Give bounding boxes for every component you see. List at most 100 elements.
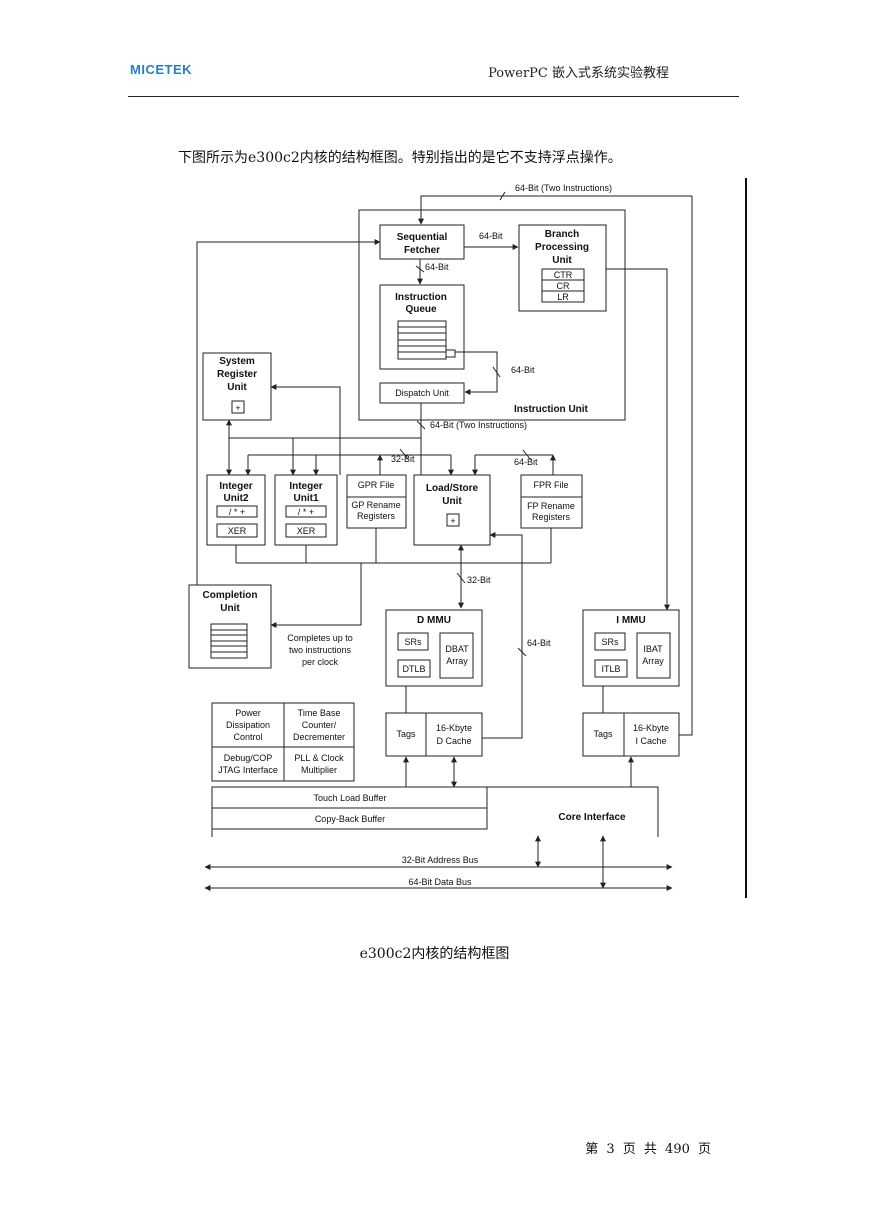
completion-note-line3: per clock <box>302 657 339 667</box>
dbat-line2: Array <box>446 656 468 666</box>
debug-line1: Debug/COP <box>224 753 273 763</box>
ibat-line2: Array <box>642 656 664 666</box>
bus-tick <box>416 420 426 430</box>
completion-note-line2: two instructions <box>289 645 352 655</box>
dtlb-label: DTLB <box>402 664 425 674</box>
iu1-xer: XER <box>297 526 316 536</box>
book-title: PowerPC 嵌入式系统实验教程 <box>488 66 669 81</box>
address-bus-label: 32-Bit Address Bus <box>402 855 479 865</box>
data-bus-label: 64-Bit Data Bus <box>408 877 472 887</box>
iu1-line1: Integer <box>289 481 322 492</box>
bus-tick <box>415 265 425 273</box>
iu1-ops: / * + <box>298 507 314 517</box>
bus-tick <box>522 449 532 461</box>
copyback-buffer-label: Copy-Back Buffer <box>315 814 385 824</box>
itlb-label: ITLB <box>601 664 620 674</box>
completion-note-line1: Completes up to <box>287 633 353 643</box>
side-rule <box>745 178 747 898</box>
dispatch-label: Dispatch Unit <box>395 388 449 398</box>
dbat-box <box>439 632 474 679</box>
dtlb-box <box>397 659 431 678</box>
lsu-line2: Unit <box>442 496 462 507</box>
touch-buffer-label: Touch Load Buffer <box>314 793 387 803</box>
power-line2: Dissipation <box>226 720 270 730</box>
ibat-line1: IBAT <box>643 644 663 654</box>
top-bus-line <box>418 195 692 225</box>
fpr-label: FPR File <box>533 480 568 490</box>
operand-bus-32-label: 32-Bit <box>391 454 415 464</box>
seq-fetcher-line1: Sequential <box>397 232 448 243</box>
fetch-queue-bw-label: 64-Bit <box>425 262 449 272</box>
lsu-sru-arrow <box>270 384 341 475</box>
dispatch-bus-label: 64-Bit (Two Instructions) <box>430 420 527 430</box>
lsu-plus: + <box>450 516 455 526</box>
iu2-xer: XER <box>228 526 247 536</box>
sequential-fetcher-box <box>379 224 465 260</box>
fp-bus-label: 64-Bit <box>514 457 538 467</box>
micetek-logo: MICETEK <box>130 62 192 77</box>
iu2-xer-box <box>216 523 258 538</box>
bpu-line3: Unit <box>552 255 572 266</box>
iq-line2: Queue <box>405 304 437 315</box>
queue-bw-label: 64-Bit <box>511 365 535 375</box>
iu1-xer-box <box>285 523 327 538</box>
fpr-file-box <box>520 474 583 529</box>
bus-tick <box>456 572 466 584</box>
bus-tick <box>517 647 527 657</box>
lr-register <box>541 290 585 303</box>
immu-srs: SRs <box>601 637 619 647</box>
debug-line2: JTAG Interface <box>218 765 278 775</box>
bus-tick <box>499 191 506 201</box>
gpr-rename-line1: GP Rename <box>351 500 400 510</box>
sru-line3: Unit <box>227 382 247 393</box>
seq-fetcher-line2: Fetcher <box>404 245 440 256</box>
dcache-lsu-line <box>482 532 523 739</box>
lr-label: LR <box>557 292 569 302</box>
top-bus-label: 64-Bit (Two Instructions) <box>515 183 612 193</box>
dispatch-unit-box <box>379 382 465 404</box>
iq-line1: Instruction <box>395 292 447 303</box>
immu-srs-box <box>594 632 626 651</box>
power-line3: Control <box>233 732 262 742</box>
icache-line1: 16-Kbyte <box>633 723 669 733</box>
ibat-box <box>636 632 671 679</box>
pll-line1: PLL & Clock <box>294 753 344 763</box>
timebase-line1: Time Base <box>298 708 341 718</box>
pll-line2: Multiplier <box>301 765 337 775</box>
header-rule <box>128 96 739 97</box>
fetch-bw-label: 64-Bit <box>479 231 503 241</box>
completion-feed-line <box>270 563 362 628</box>
icache-feed-line <box>679 196 693 736</box>
sru-plus: + <box>235 403 240 413</box>
completion-line1: Completion <box>203 590 258 601</box>
ctr-label: CTR <box>554 270 573 280</box>
queue-tail <box>445 349 456 358</box>
dcache-tags: Tags <box>396 729 416 739</box>
fpr-rename-line1: FP Rename <box>527 501 575 511</box>
dmmu-srs-box <box>397 632 429 651</box>
power-line1: Power <box>235 708 261 718</box>
lsu-plus-box <box>446 513 460 527</box>
page-footer: 第 3 页 共 490 页 <box>585 1142 711 1157</box>
gpr-label: GPR File <box>358 480 395 490</box>
core-interface-label: Core Interface <box>558 812 626 823</box>
cr-label: CR <box>557 281 570 291</box>
iu1-line2: Unit1 <box>294 493 319 504</box>
iu2-ops-box <box>216 505 258 518</box>
load-store-unit-box <box>413 474 491 546</box>
icache-box <box>582 712 680 757</box>
timebase-line2: Counter/ <box>302 720 337 730</box>
completion-fetcher-line <box>196 239 381 585</box>
bpu-line1: Branch <box>545 229 579 240</box>
completion-line2: Unit <box>220 603 240 614</box>
dmmu-srs: SRs <box>404 637 422 647</box>
iu1-ops-box <box>285 505 327 518</box>
bus-tick <box>399 448 409 460</box>
icache-tags: Tags <box>593 729 613 739</box>
dcache-line1: 16-Kbyte <box>436 723 472 733</box>
dmmu-label: D MMU <box>417 615 451 626</box>
dcache-line2: D Cache <box>436 736 471 746</box>
intro-paragraph: 下图所示为e300c2内核的结构框图。特别指出的是它不支持浮点操作。 <box>178 150 622 166</box>
lsu-bw-label: 32-Bit <box>467 575 491 585</box>
